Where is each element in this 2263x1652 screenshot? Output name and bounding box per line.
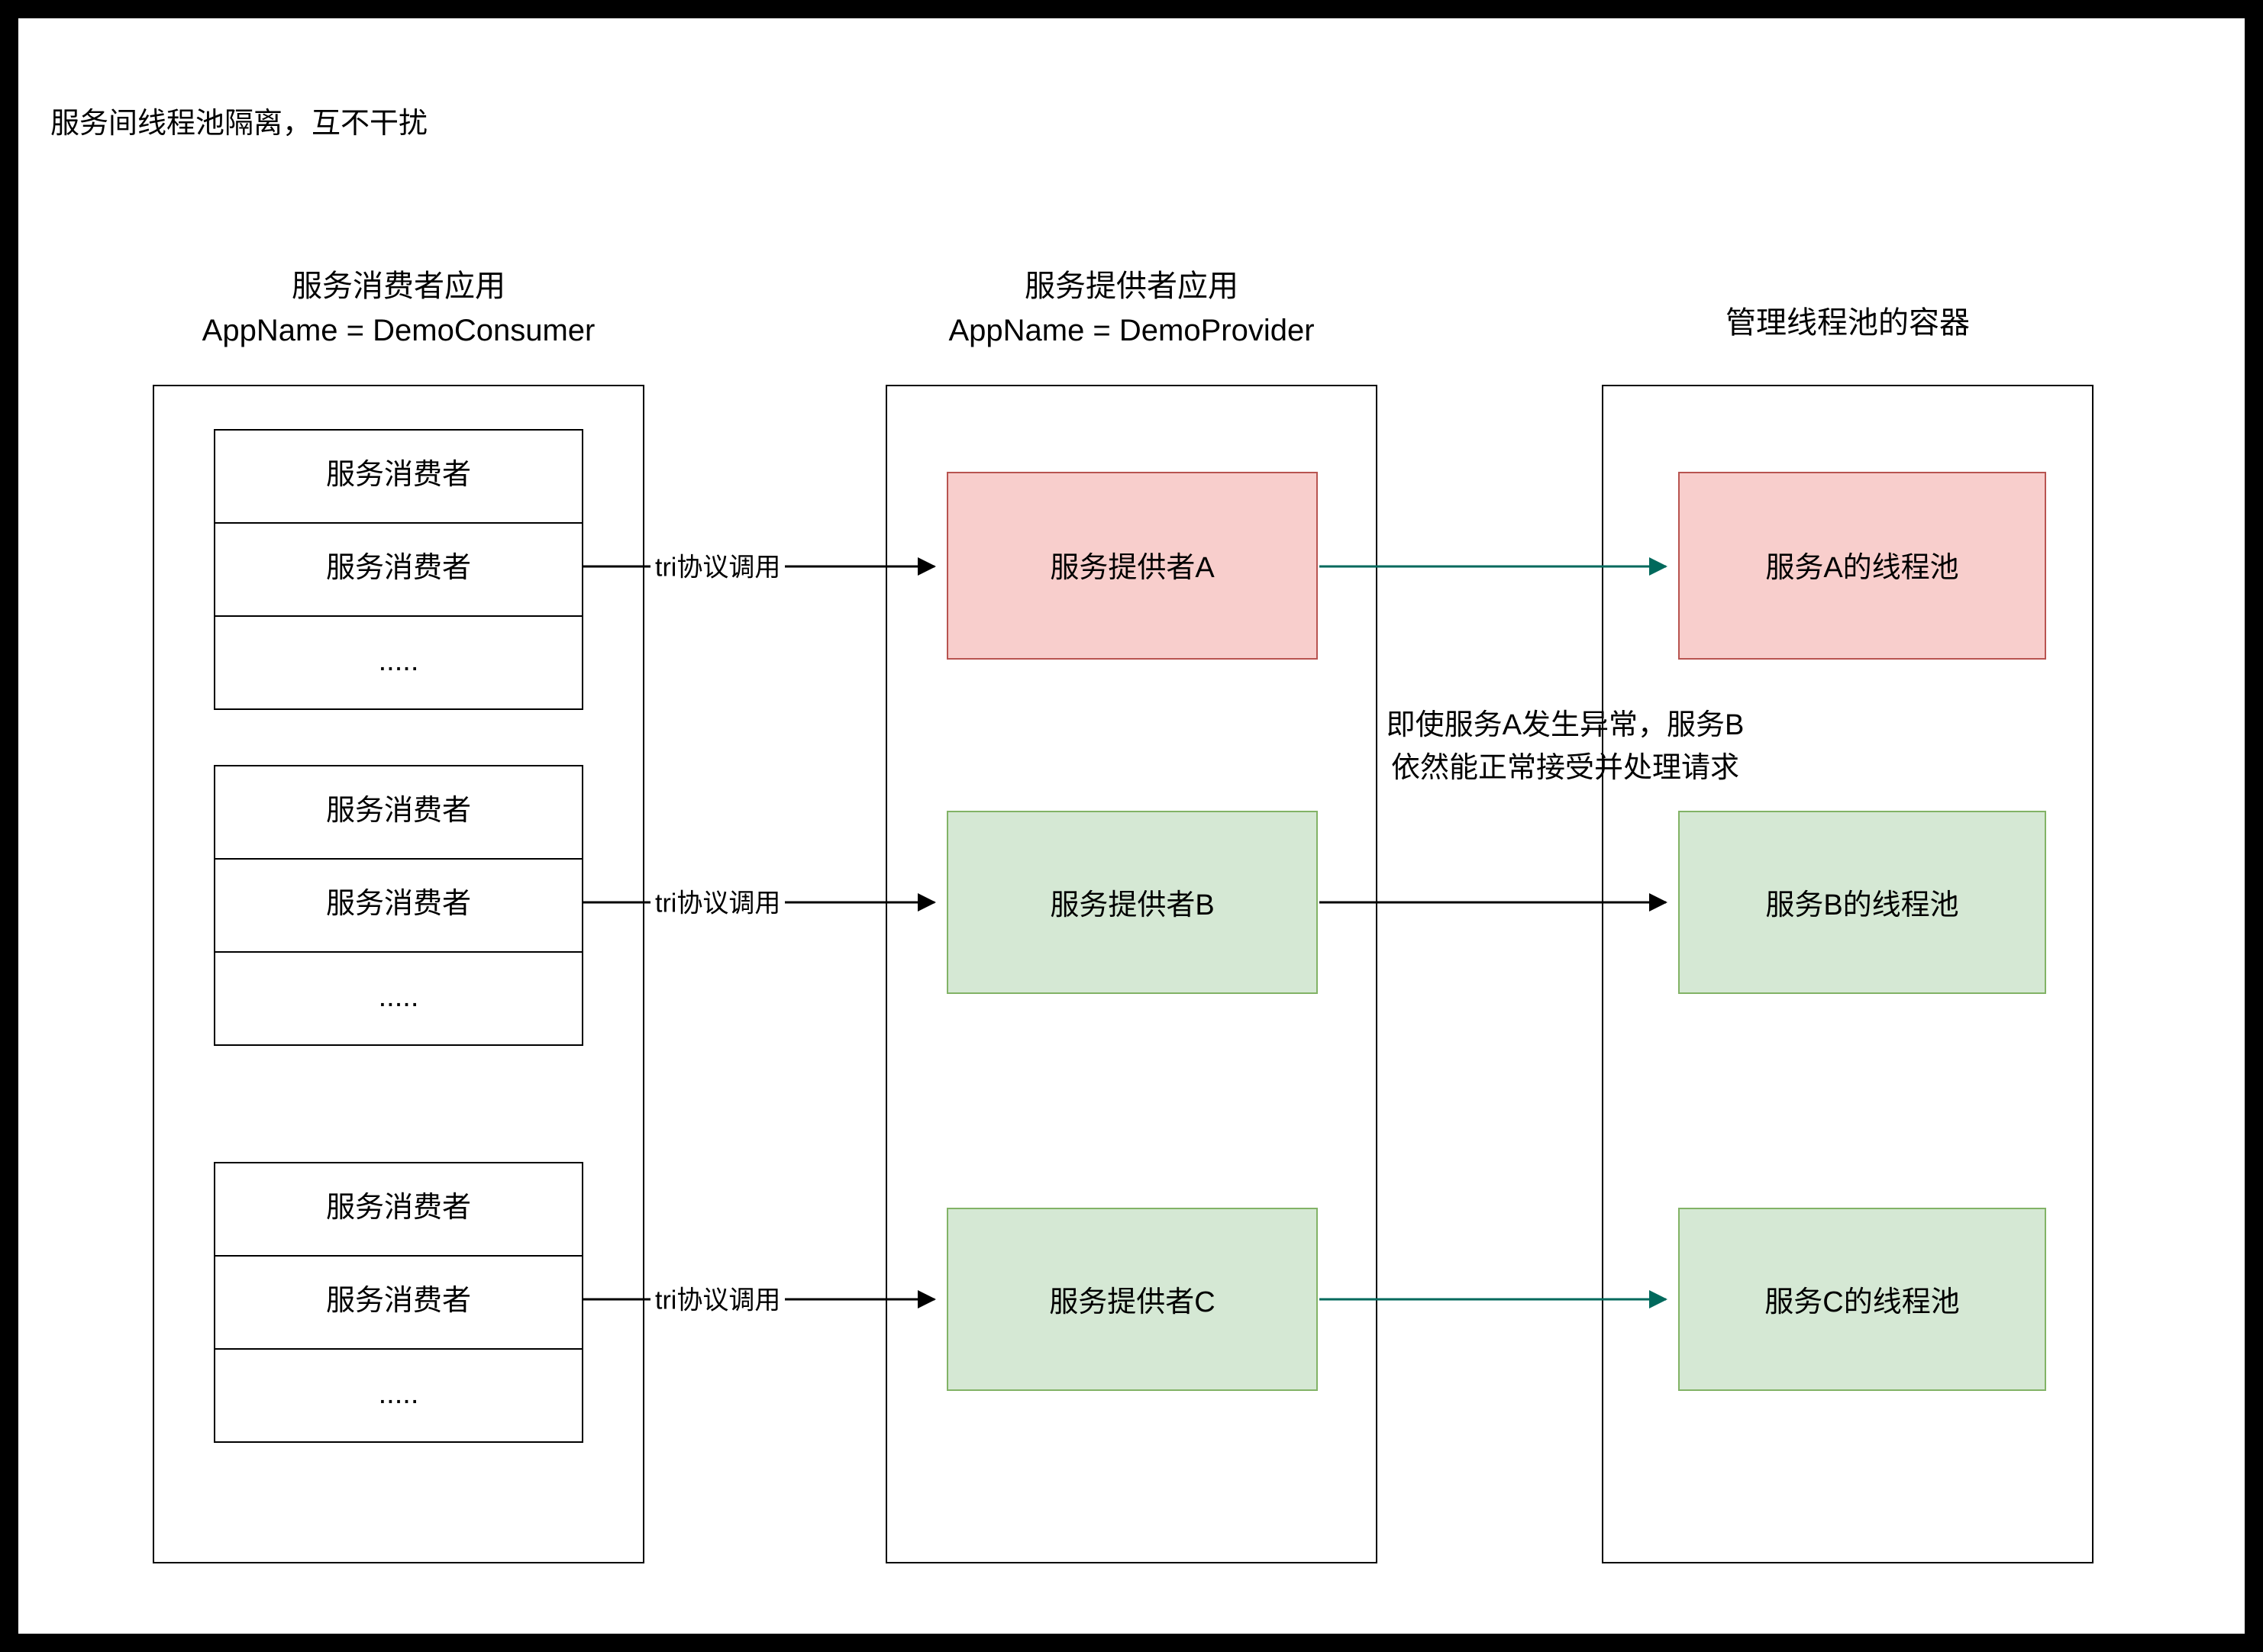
consumer-row: 服务消费者 bbox=[215, 1163, 582, 1257]
threadpool-column-header: 管理线程池的容器 bbox=[1602, 302, 2094, 347]
diagram-title: 服务间线程池隔离，互不干扰 bbox=[50, 108, 428, 140]
consumer-row: 服务消费者 bbox=[215, 524, 582, 617]
consumer-row-ellipsis: ..... bbox=[378, 646, 419, 678]
provider-b-box: 服务提供者B bbox=[947, 811, 1318, 994]
consumer-row: 服务消费者 bbox=[215, 1257, 582, 1350]
provider-column-header: 服务提供者应用 AppName = DemoProvider bbox=[886, 266, 1377, 354]
consumer-header-line1: 服务消费者应用 bbox=[292, 270, 505, 304]
consumer-column-header: 服务消费者应用 AppName = DemoConsumer bbox=[153, 266, 644, 354]
provider-c-box: 服务提供者C bbox=[947, 1208, 1318, 1391]
consumer-row: 服务消费者 bbox=[215, 860, 582, 953]
tri-protocol-label-b: tri协议调用 bbox=[650, 881, 786, 920]
consumer-row: 服务消费者 bbox=[215, 431, 582, 524]
annotation-line1: 即使服务A发生异常，服务B bbox=[1386, 710, 1745, 742]
tri-protocol-label-c: tri协议调用 bbox=[650, 1278, 786, 1317]
consumer-row-ellipsis: ..... bbox=[378, 1379, 419, 1411]
threadpool-a-box: 服务A的线程池 bbox=[1678, 472, 2046, 660]
consumer-header-line2: AppName = DemoConsumer bbox=[202, 315, 596, 348]
provider-header-line2: AppName = DemoProvider bbox=[948, 315, 1315, 348]
consumer-group-a: 服务消费者 服务消费者 ..... bbox=[214, 429, 583, 710]
provider-a-box: 服务提供者A bbox=[947, 472, 1318, 660]
consumer-group-c: 服务消费者 服务消费者 ..... bbox=[214, 1162, 583, 1443]
annotation-line2: 依然能正常接受并处理请求 bbox=[1390, 753, 1739, 785]
provider-header-line1: 服务提供者应用 bbox=[1025, 270, 1238, 304]
isolation-annotation: 即使服务A发生异常，服务B 依然能正常接受并处理请求 bbox=[1310, 705, 1820, 791]
consumer-group-b: 服务消费者 服务消费者 ..... bbox=[214, 765, 583, 1046]
consumer-row: 服务消费者 bbox=[215, 766, 582, 860]
threadpool-header-line1: 管理线程池的容器 bbox=[1725, 307, 1970, 340]
threadpool-b-box: 服务B的线程池 bbox=[1678, 811, 2046, 994]
consumer-row-ellipsis: ..... bbox=[378, 982, 419, 1014]
threadpool-c-box: 服务C的线程池 bbox=[1678, 1208, 2046, 1391]
tri-protocol-label-a: tri协议调用 bbox=[650, 545, 786, 584]
